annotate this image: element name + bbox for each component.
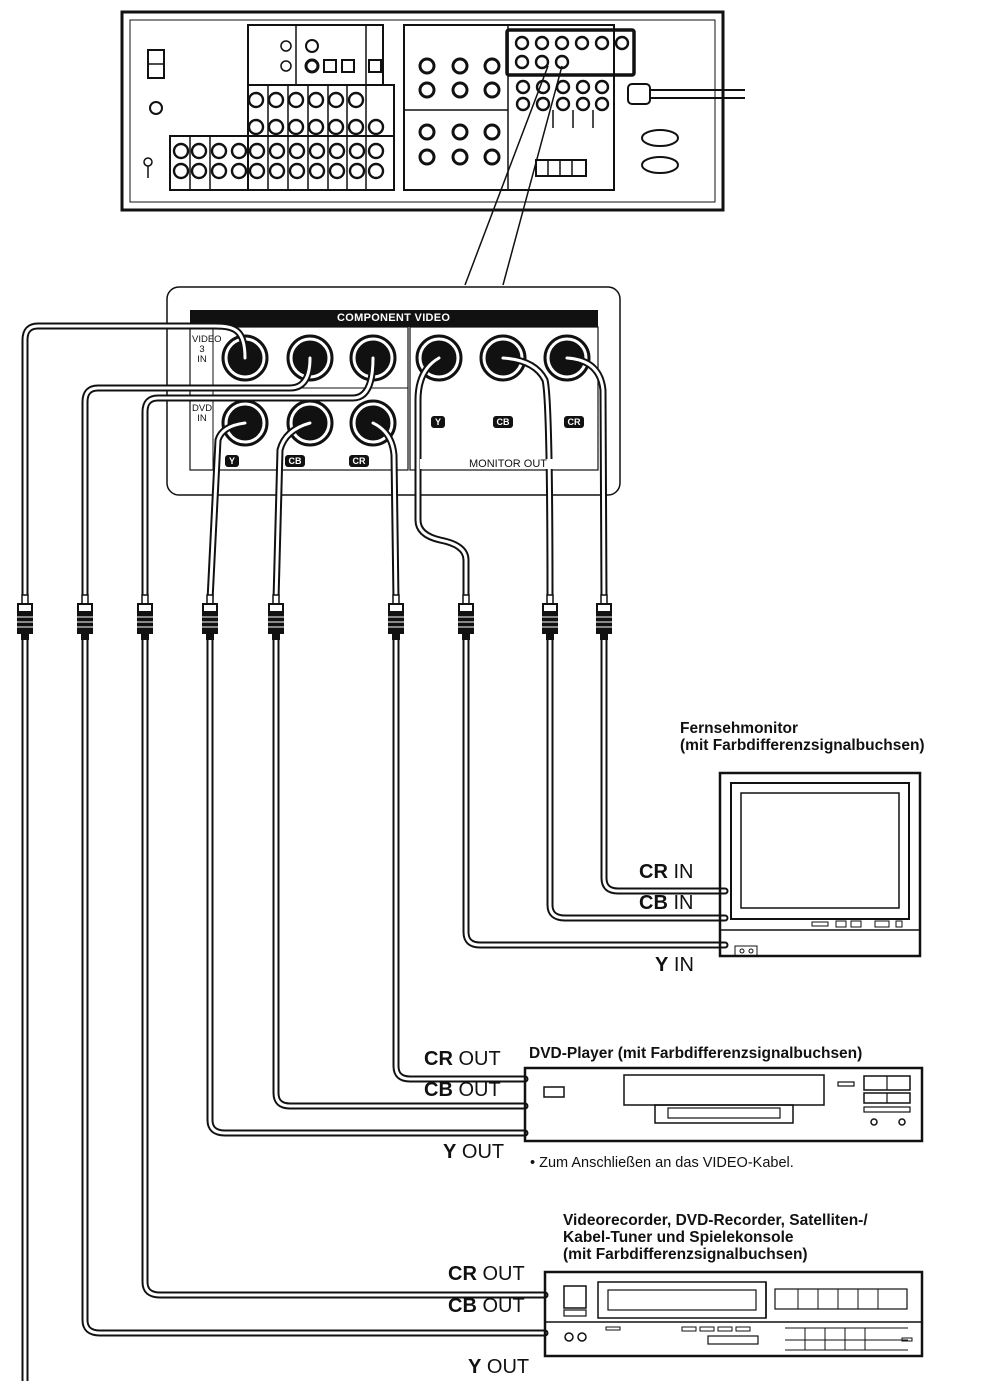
vcr-title: Videorecorder, DVD-Recorder, Satelliten-…	[563, 1212, 868, 1263]
tv-cr-rest: IN	[667, 861, 694, 883]
video3-line1: VIDEO	[192, 334, 222, 345]
vcr-y-out-label: Y OUT	[468, 1356, 529, 1378]
dvd-line1: DVD	[192, 403, 213, 414]
vcr-cr-rest: OUT	[476, 1263, 525, 1285]
badge-cr-monitor: CR	[564, 416, 584, 428]
vcr-title-line3: (mit Farbdifferenzsignalbuchsen)	[563, 1246, 808, 1263]
vcr-y-bold: Y	[468, 1356, 482, 1378]
monitor-out-label: MONITOR OUT	[420, 459, 596, 470]
receiver-rear-panel	[120, 10, 745, 212]
badge-y-monitor: Y	[431, 416, 445, 428]
dvd-title: DVD-Player (mit Farbdifferenzsignalbuchs…	[529, 1045, 863, 1062]
video3-line2: 3	[199, 344, 205, 355]
tv-title-line2: (mit Farbdifferenzsignalbuchsen)	[680, 737, 925, 754]
dvd-y-out-label: Y OUT	[443, 1141, 504, 1163]
dvd-cb-bold: CB	[424, 1079, 453, 1101]
tv-y-bold: Y	[655, 954, 669, 976]
tv-cb-bold: CB	[639, 892, 668, 914]
dvd-cr-rest: OUT	[452, 1048, 501, 1070]
dvd-cb-rest: OUT	[452, 1079, 501, 1101]
vcr-title-line2: Kabel-Tuner und Spielekonsole	[563, 1229, 794, 1246]
tv-cr-in-label: CR IN	[639, 861, 693, 883]
tv-cr-bold: CR	[639, 861, 668, 883]
vcr-cr-bold: CR	[448, 1263, 477, 1285]
tv-cb-rest: IN	[667, 892, 694, 914]
vcr-cb-out-label: CB OUT	[448, 1295, 525, 1317]
vcr-y-rest: OUT	[481, 1356, 530, 1378]
tv-monitor	[718, 771, 922, 958]
tv-y-in-label: Y IN	[655, 954, 694, 976]
badge-y-dvd: Y	[225, 455, 239, 467]
dvd-y-rest: OUT	[456, 1141, 505, 1163]
dvd-line2: IN	[197, 413, 207, 424]
dvd-in-label: DVD IN	[192, 404, 212, 424]
video3-line3: IN	[197, 354, 207, 365]
dvd-cr-bold: CR	[424, 1048, 453, 1070]
panel-title: COMPONENT VIDEO	[337, 312, 451, 324]
tv-y-rest: IN	[668, 954, 694, 976]
vcr-cb-bold: CB	[448, 1295, 477, 1317]
zoom-lines	[464, 65, 563, 286]
badge-cb-monitor: CB	[493, 416, 513, 428]
tv-title: Fernsehmonitor (mit Farbdifferenzsignalb…	[680, 720, 925, 754]
dvd-y-bold: Y	[443, 1141, 457, 1163]
dvd-player	[523, 1066, 924, 1143]
video3-in-label: VIDEO 3 IN	[192, 334, 222, 365]
tv-cb-in-label: CB IN	[639, 892, 693, 914]
video-recorder	[543, 1270, 924, 1358]
rca-plugs	[16, 594, 613, 641]
badge-cr-dvd: CR	[349, 455, 369, 467]
vcr-cr-out-label: CR OUT	[448, 1263, 525, 1285]
tv-title-line1: Fernsehmonitor	[680, 720, 798, 737]
vcr-cb-rest: OUT	[476, 1295, 525, 1317]
cables	[21, 322, 729, 1381]
dvd-cb-out-label: CB OUT	[424, 1079, 501, 1101]
vcr-title-line1: Videorecorder, DVD-Recorder, Satelliten-…	[563, 1212, 868, 1229]
dvd-cr-out-label: CR OUT	[424, 1048, 501, 1070]
dvd-note: • Zum Anschließen an das VIDEO-Kabel.	[530, 1155, 794, 1171]
badge-cb-dvd: CB	[285, 455, 305, 467]
